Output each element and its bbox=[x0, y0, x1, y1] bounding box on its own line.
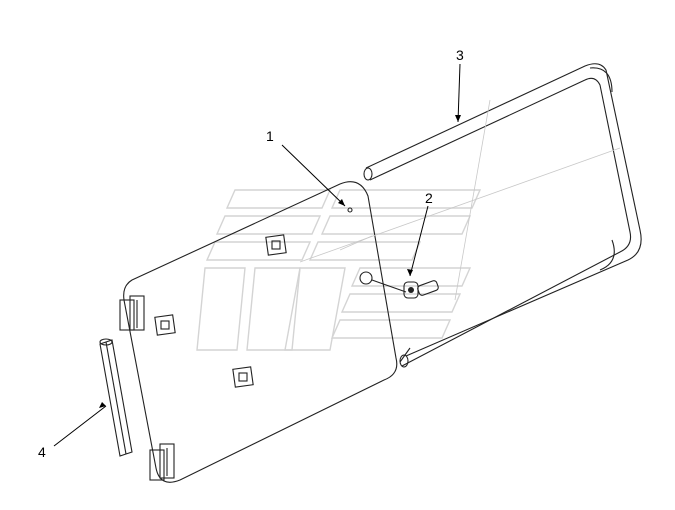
frame-seal-part-3 bbox=[363, 63, 642, 368]
callout-1: 1 bbox=[266, 128, 274, 144]
watermark-logo bbox=[196, 189, 482, 351]
mounting-block bbox=[265, 234, 287, 256]
latch-part-2 bbox=[359, 271, 439, 299]
hinge-top bbox=[119, 295, 145, 331]
hinge-bottom bbox=[149, 443, 175, 481]
glass-panel-part-1 bbox=[119, 99, 621, 483]
callout-2: 2 bbox=[425, 190, 433, 206]
leader-line-4 bbox=[53, 405, 107, 447]
leader-line-3 bbox=[457, 63, 461, 123]
callout-3: 3 bbox=[456, 47, 464, 63]
mounting-block bbox=[154, 314, 176, 336]
callout-4: 4 bbox=[38, 444, 46, 460]
mounting-block bbox=[232, 366, 254, 388]
leader-line-1 bbox=[281, 144, 346, 207]
leader-lines bbox=[53, 63, 461, 447]
seal-strip-part-4 bbox=[99, 338, 133, 457]
leader-line-2 bbox=[409, 205, 429, 277]
